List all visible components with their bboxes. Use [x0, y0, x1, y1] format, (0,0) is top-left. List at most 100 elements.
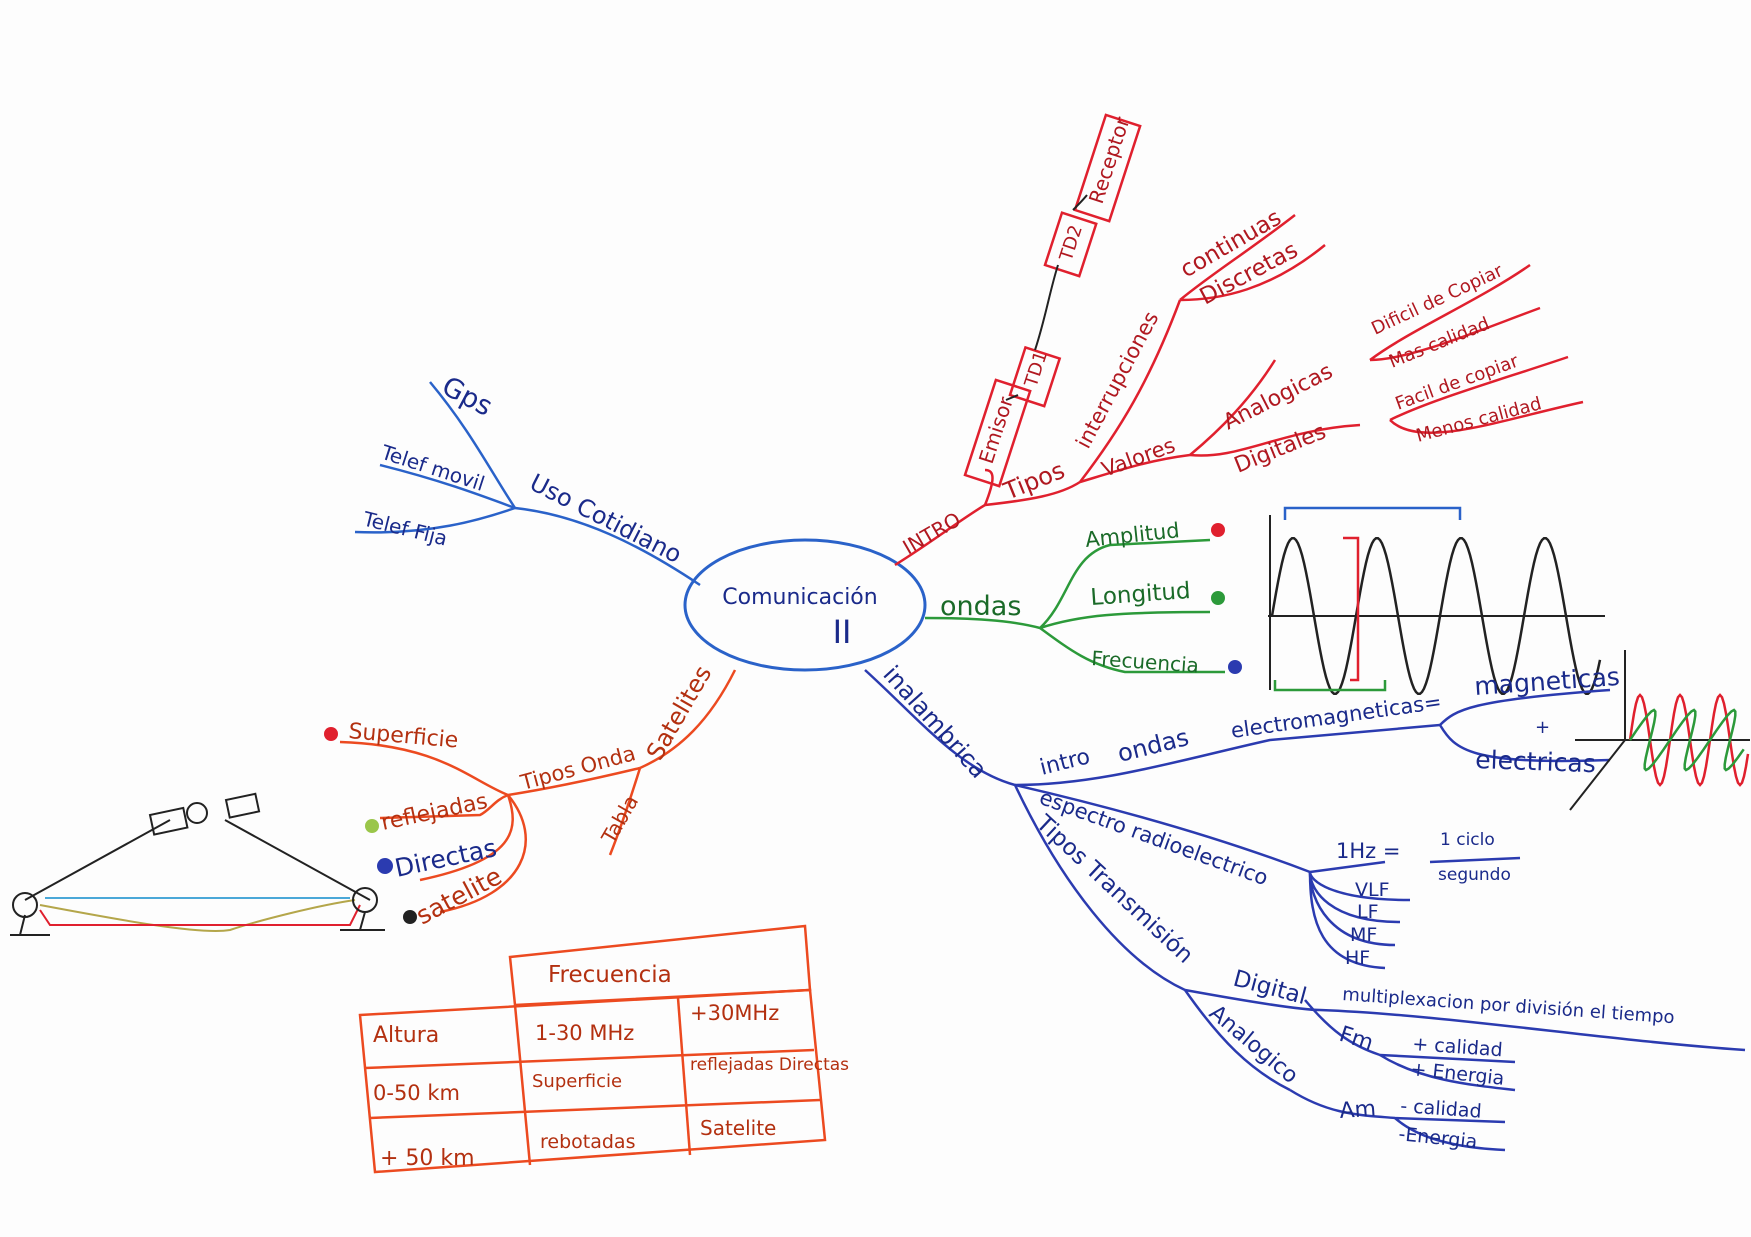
analogicas-line	[1189, 359, 1277, 456]
inalambrica-line	[864, 669, 1016, 787]
sat-surface-line	[39, 904, 361, 926]
band-mf: MF	[1350, 924, 1377, 946]
satelites-line	[639, 669, 737, 770]
table-cell-1-1: Superficie	[532, 1071, 622, 1092]
table-body-border	[358, 988, 827, 1174]
continuas-line	[1179, 214, 1296, 301]
sat-reflected-line	[39, 899, 356, 932]
hz-fraction-bar	[1429, 856, 1521, 864]
electricas-label: electricas	[1475, 745, 1597, 778]
hz-line	[1309, 860, 1386, 874]
wave-illustration	[1268, 506, 1605, 696]
amplitud-dot	[1211, 523, 1225, 537]
longitud-dot	[1211, 591, 1225, 605]
wave-amplitude-marker	[1343, 536, 1360, 682]
espectro-line	[1014, 783, 1311, 874]
antenna-left	[12, 892, 38, 918]
band-vlf: VLF	[1355, 879, 1390, 901]
hz-label: 1Hz =	[1336, 839, 1400, 863]
table-cell-1-0: 0-50 km	[373, 1081, 460, 1105]
directas-line	[419, 794, 514, 882]
multiplex-label: multiplexacion por división el tiempo	[1342, 984, 1676, 1028]
ondas-item-amplitud: Amplitud	[1084, 518, 1181, 552]
tipos-trans-line	[1013, 784, 1186, 992]
table-row-divider-2	[369, 1098, 821, 1120]
sat-item-reflejadas: reflejadas	[379, 789, 490, 836]
menos-calidad-line	[1389, 400, 1584, 434]
em-axes	[1569, 650, 1750, 811]
receptor-box	[1073, 113, 1142, 223]
band-hf-line	[1308, 871, 1386, 970]
antenna-bases	[10, 911, 385, 936]
band-lf: LF	[1357, 901, 1379, 923]
hz-segundo: segundo	[1438, 865, 1511, 885]
ondas-line	[924, 616, 1041, 630]
magneticas-label: magneticas	[1473, 662, 1620, 701]
longitud-line	[1039, 610, 1211, 630]
center-title: Comunicación	[722, 585, 877, 610]
frecuencia-dot	[1228, 660, 1242, 674]
gps-line	[429, 381, 517, 509]
satelite-dot	[403, 910, 417, 924]
branch-inalambrica	[864, 669, 1746, 1152]
magneticas-plus: +	[1535, 717, 1550, 738]
amplitud-line	[1039, 538, 1211, 629]
superficie-line	[339, 740, 509, 797]
table-cell-2-2: Satelite	[700, 1116, 776, 1140]
branch-intro	[894, 113, 1584, 567]
intro-emisor-link	[983, 468, 994, 506]
wave-period-bracket	[1283, 506, 1462, 520]
table-cell-0-0: Altura	[373, 1023, 439, 1048]
reflejadas-line	[379, 793, 509, 820]
inalambrica-label: inalambrica	[878, 660, 993, 784]
uso-label: Uso Cotidiano	[525, 468, 686, 568]
em-wave-illustration	[1569, 650, 1750, 811]
intro-ondas-line	[1014, 723, 1441, 787]
analogico-line	[1183, 989, 1291, 1092]
wave-sine	[1270, 536, 1602, 696]
tabla-line	[608, 767, 642, 856]
am-line	[1289, 1088, 1506, 1124]
satelite-line	[439, 794, 527, 914]
digitales-line	[1189, 423, 1361, 457]
inalambrica-intro-label: intro	[1037, 744, 1092, 781]
fm-energia-line	[1379, 1053, 1516, 1092]
intro-label: INTRO	[899, 507, 965, 559]
tabla-label: Tabla	[596, 791, 643, 849]
uso-item-gps: Gps	[437, 371, 498, 423]
table-cell-0-2: +30MHz	[690, 1001, 779, 1025]
tipos-onda-line	[507, 766, 641, 797]
ondas-label: ondas	[940, 591, 1021, 622]
intro-line	[894, 503, 986, 567]
tipos-onda-label: Tipos Onda	[517, 741, 638, 795]
digital-line	[1184, 988, 1746, 1052]
antenna-right	[352, 887, 378, 913]
td1-label: TD1	[1020, 349, 1052, 391]
fm-item-energia: + Energia	[1409, 1058, 1505, 1090]
tipos-line	[984, 480, 1081, 507]
branch-satelites	[339, 669, 737, 914]
analogico-label: Analogico	[1204, 1000, 1303, 1088]
table-cell-2-0: + 50 km	[380, 1146, 475, 1171]
table-col-divider-2	[676, 997, 692, 1156]
branch-ondas	[924, 538, 1225, 674]
td2-label: TD2	[1055, 223, 1087, 265]
am-label: Am	[1339, 1097, 1377, 1124]
discretas-line	[1179, 244, 1326, 302]
directas-dot	[377, 858, 393, 874]
sat-body	[186, 802, 208, 824]
center-node: Comunicación II	[683, 538, 927, 672]
satelites-label: Satelites	[641, 661, 717, 765]
table-cell-2-1: rebotadas	[540, 1131, 635, 1153]
sat-panel-left	[148, 806, 189, 836]
am-item-energia: -Energia	[1397, 1123, 1478, 1153]
uso-item-telef-movil: Telef movil	[378, 440, 488, 496]
sat-item-superficie: Superficie	[347, 719, 459, 753]
digitales-label: Digitales	[1231, 419, 1330, 478]
electricas-line	[1438, 724, 1611, 763]
uso-item-telef-fija: Telef Fija	[360, 506, 450, 550]
sat-panel-right	[224, 792, 261, 819]
table-cell-0-1: 1-30 MHz	[535, 1021, 634, 1045]
valores-line	[1079, 453, 1191, 484]
